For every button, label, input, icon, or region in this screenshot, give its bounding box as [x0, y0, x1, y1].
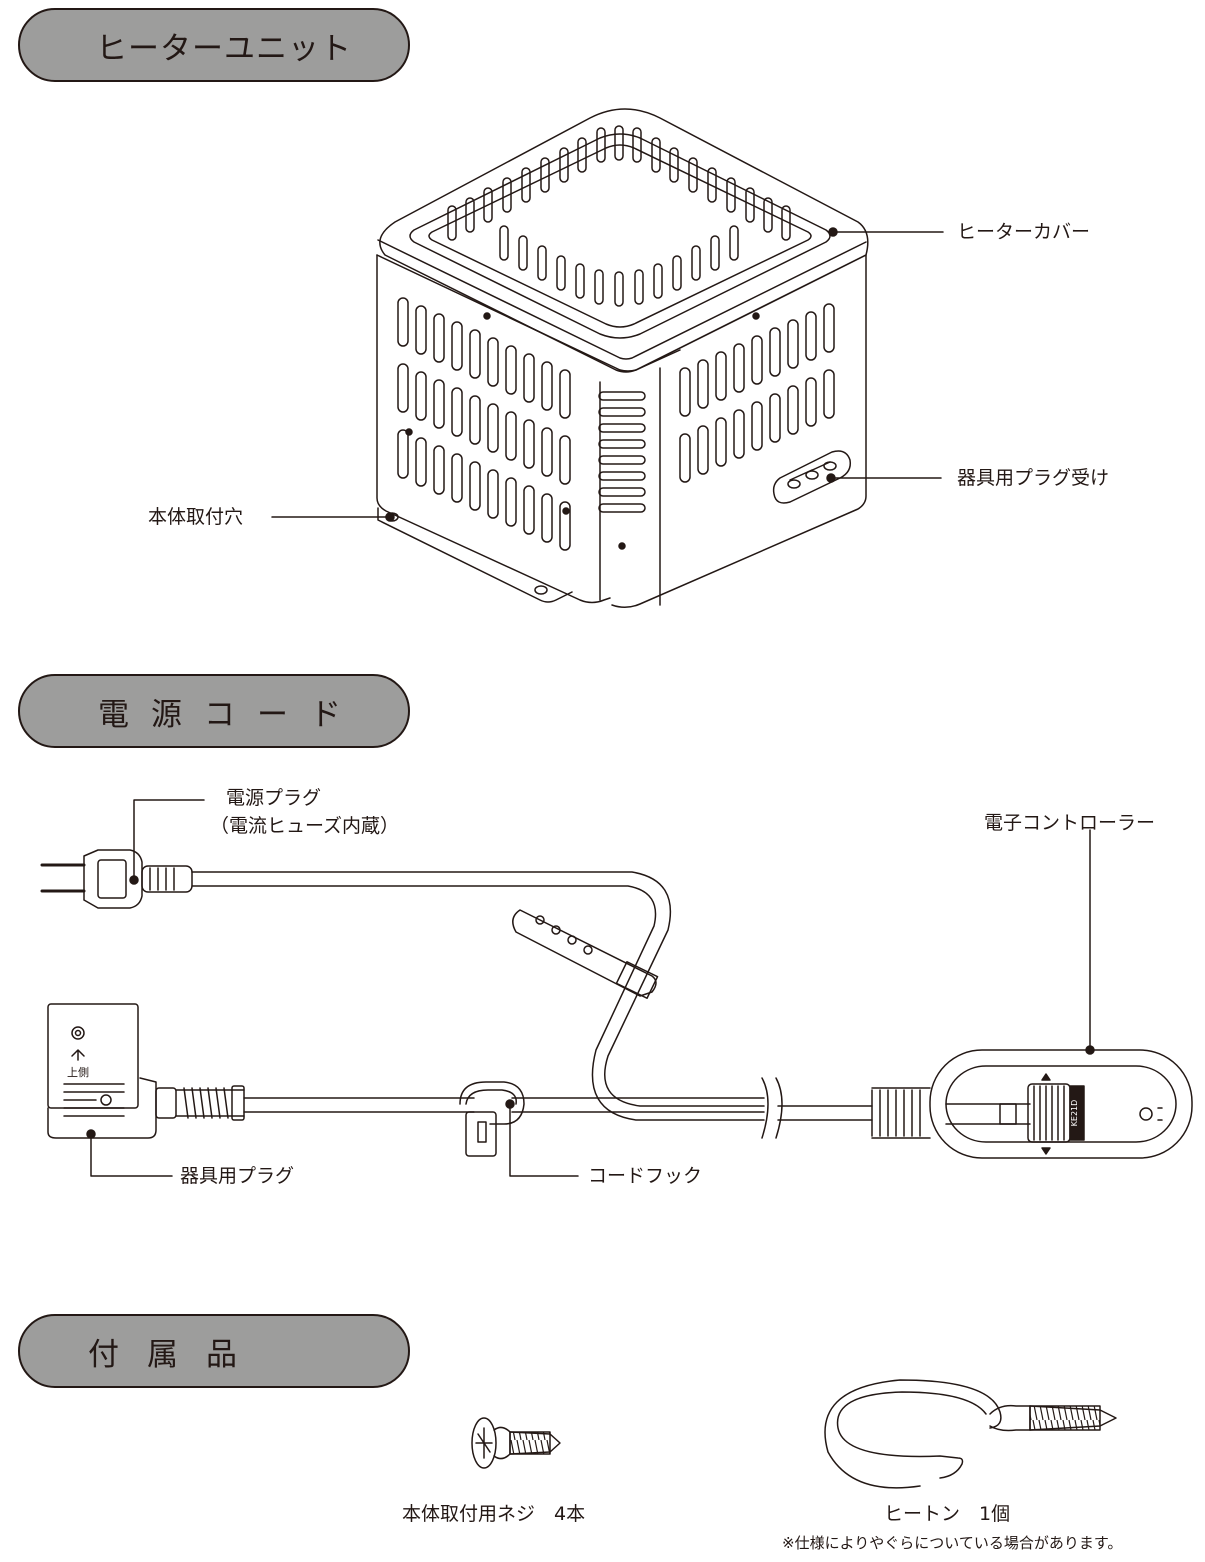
appliance-plug-label: 器具用プラグ [180, 1165, 295, 1187]
heater-left-slots [397, 297, 571, 551]
section-title-accessories: 付属品 [18, 1314, 410, 1388]
mounting-hole-label: 本体取付穴 [148, 506, 244, 528]
cord-leader-lines [86, 799, 1095, 1177]
hook-eye-illustration [824, 1379, 1117, 1489]
hook-eye-note: ※仕様によりやぐらについている場合があります。 [782, 1534, 1123, 1552]
section-title-accessories-text: 付属品 [88, 1336, 265, 1373]
cord-hook [459, 1081, 525, 1125]
heater-top-slots [447, 125, 791, 307]
section-title-heater-unit-text: ヒーターユニット [96, 30, 352, 67]
heater-cover [379, 108, 869, 373]
heater-leader-lines [271, 227, 944, 522]
power-cord-illustration [40, 849, 1193, 1159]
power-cord-upper [191, 871, 765, 1107]
heater-unit-illustration [376, 108, 869, 608]
controller-body [929, 1049, 1193, 1159]
heater-plug-receptacle [772, 450, 852, 504]
hook-eye-label: ヒートン 1個 [884, 1503, 1011, 1525]
cord-hook-label: コードフック [588, 1165, 703, 1187]
screws-label: 本体取付用ネジ 4本 [402, 1503, 586, 1525]
heater-cover-label: ヒーターカバー [957, 221, 1091, 243]
section-title-heater-unit: ヒーターユニット [18, 8, 410, 82]
power-plug-note-label: （電流ヒューズ内蔵） [210, 815, 400, 837]
controller-model-text: KE21D [1070, 1100, 1079, 1127]
power-plug-label: 電源プラグ [226, 787, 322, 809]
section-title-power-cord: 電源コード [18, 674, 410, 748]
heater-mounting-foot [377, 507, 573, 603]
cord-hook-holder [512, 909, 657, 997]
plug-receptacle-label: 器具用プラグ受け [957, 467, 1110, 489]
heater-right-face [611, 254, 867, 608]
heater-right-slots [679, 303, 835, 483]
screw-illustration [471, 1417, 561, 1469]
heater-left-face [376, 254, 611, 604]
plug-top-side-text: 上側 [67, 1066, 89, 1079]
power-cord-lower [243, 1097, 765, 1113]
section-title-power-cord-text: 電源コード [98, 696, 363, 733]
controller-label: 電子コントローラー [984, 812, 1156, 834]
heater-corner-slots [598, 391, 646, 513]
